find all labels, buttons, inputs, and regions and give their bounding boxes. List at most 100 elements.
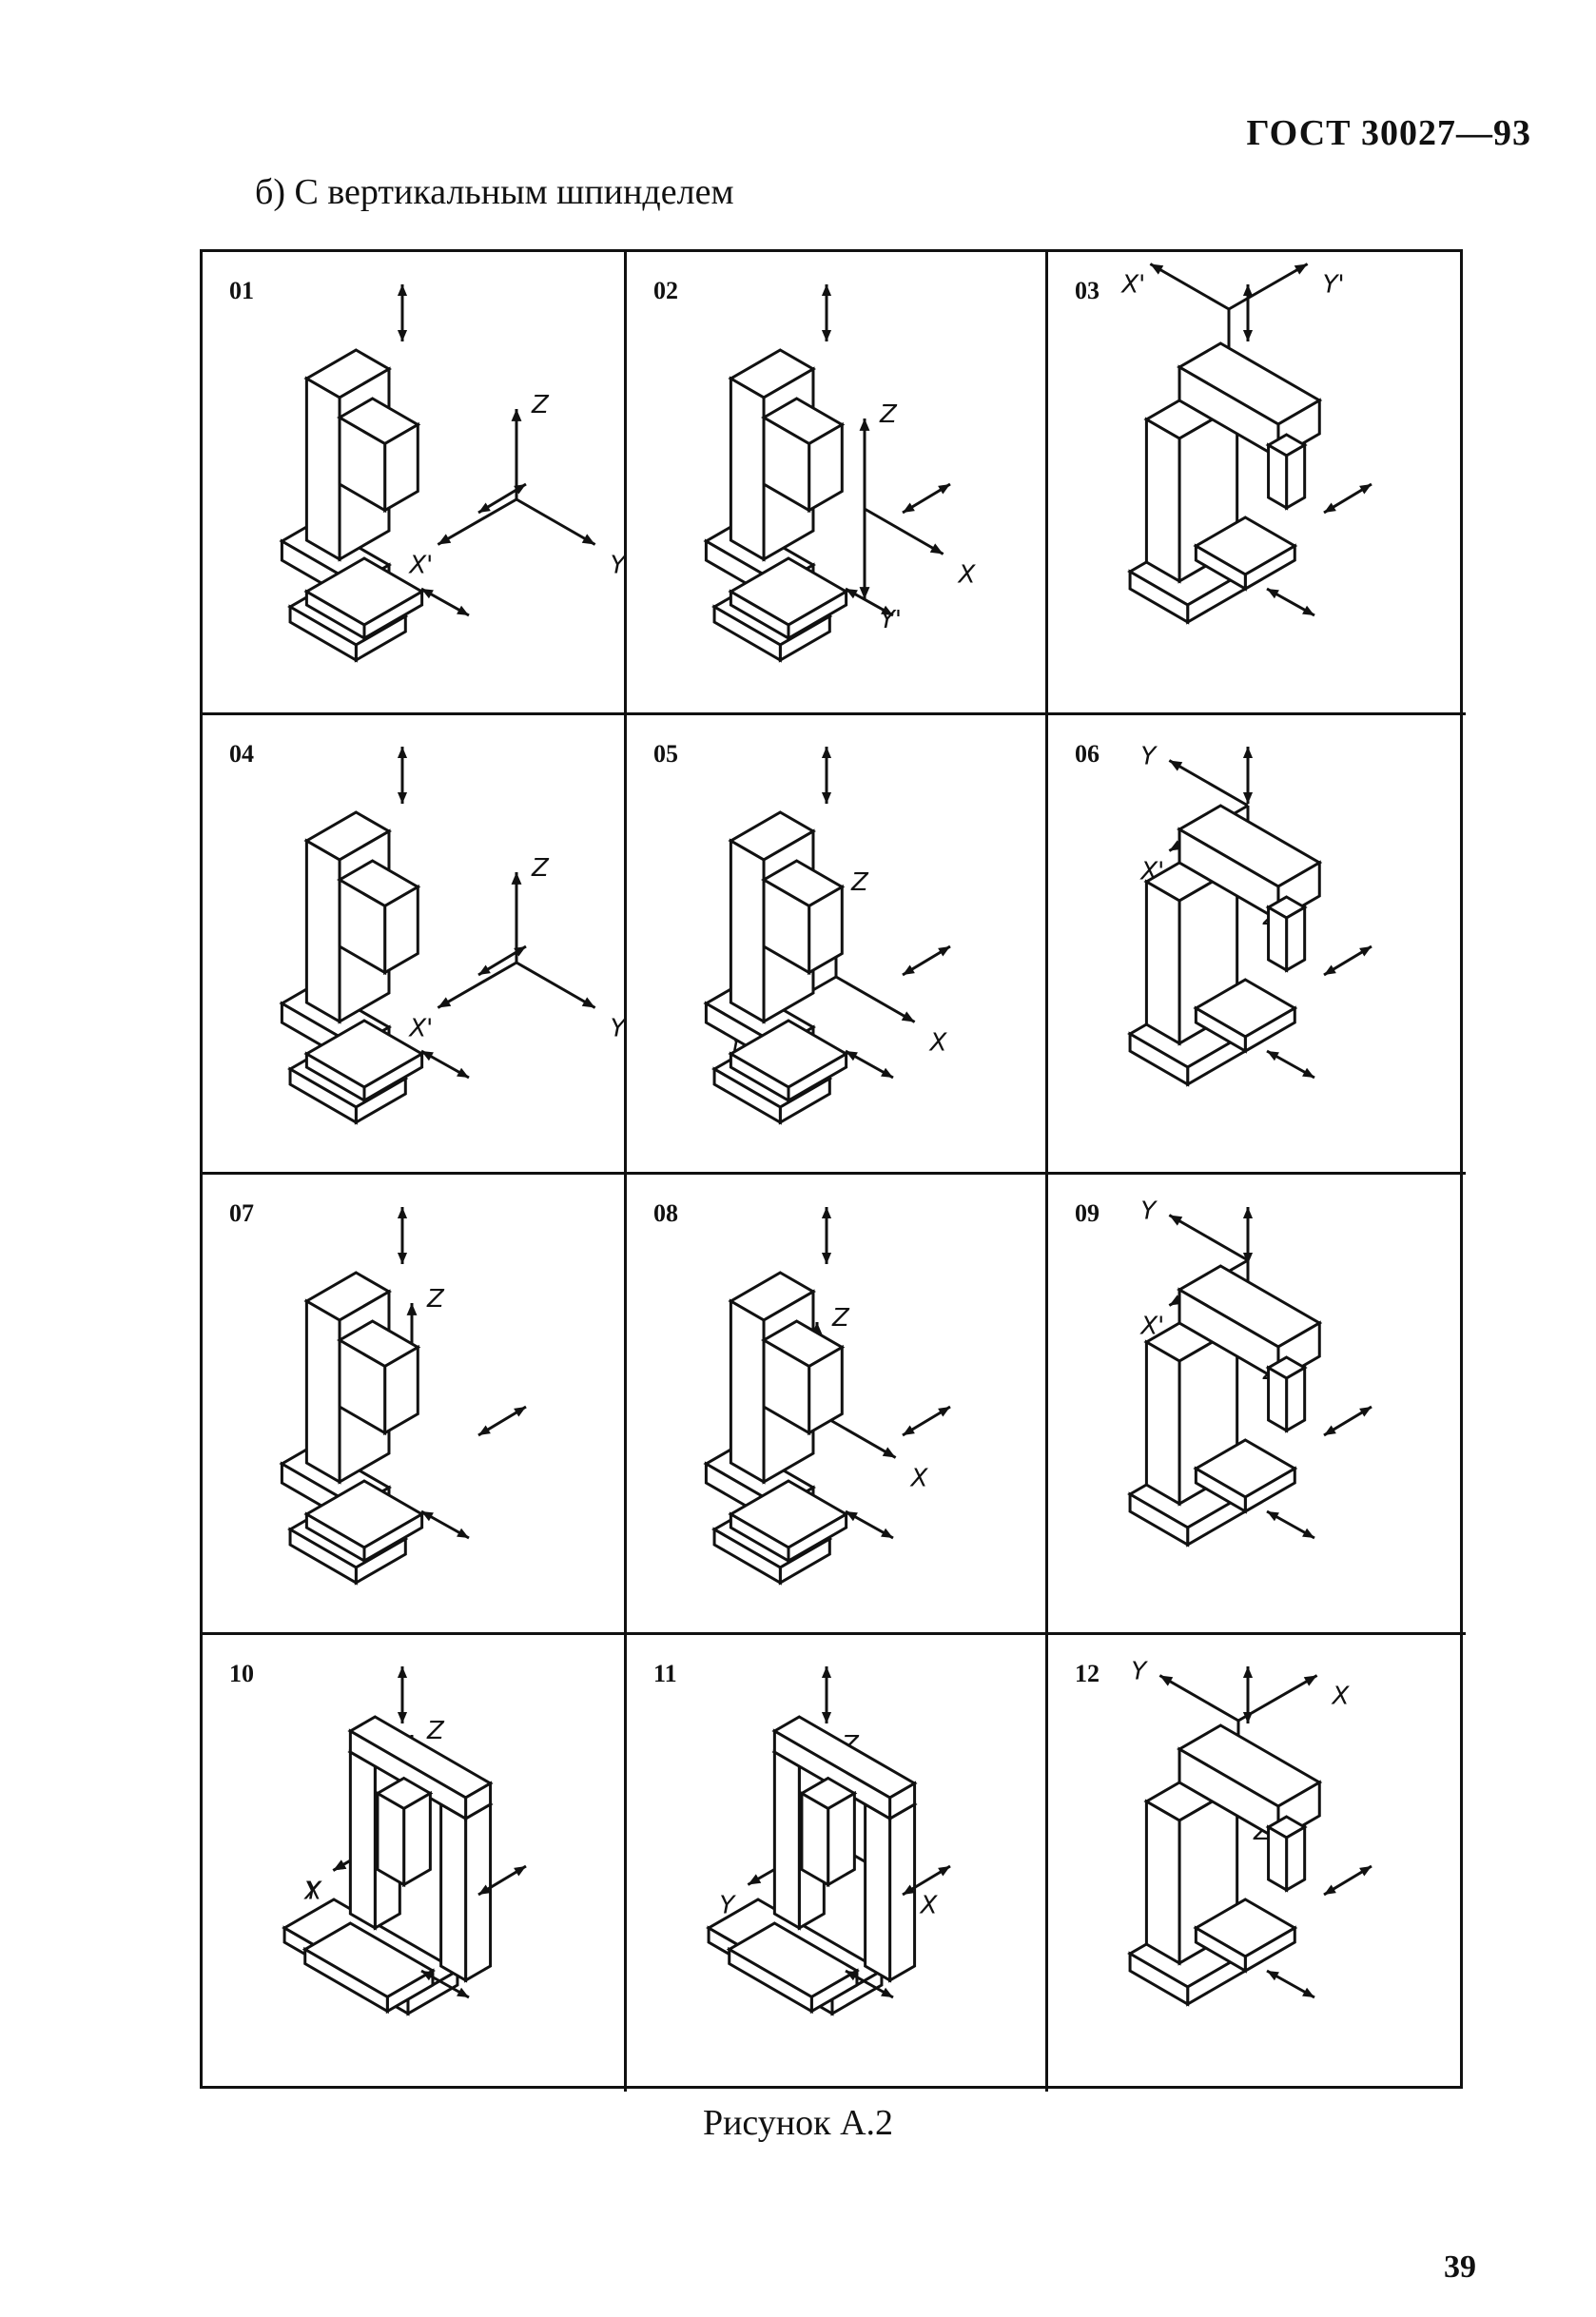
block-left-face (288, 604, 358, 663)
block-left-face (729, 589, 790, 641)
block-left-face (762, 415, 811, 514)
arrow-head (748, 1874, 762, 1885)
block-right-face (827, 1790, 856, 1888)
arrow-head (821, 1253, 832, 1264)
block-left-face (729, 838, 766, 1024)
section-subtitle: б) С вертикальным шпинделем (255, 172, 734, 212)
table-block (728, 1479, 849, 1564)
arrow-head (1359, 484, 1372, 495)
block-left-face (1144, 879, 1181, 1046)
cell-number: 10 (229, 1660, 254, 1687)
machine-sketch: X'Y'Z' (1119, 263, 1372, 625)
block-right-face (1285, 1365, 1307, 1433)
block-right-face (1285, 1824, 1307, 1893)
block-left-face (729, 1511, 790, 1564)
arrow-head (457, 1067, 469, 1078)
machine-sketch: YXZ (1127, 1658, 1372, 2007)
cell-number: 12 (1075, 1660, 1100, 1687)
block-left-face (729, 1051, 790, 1103)
block-left-face (728, 1946, 813, 2015)
block-left-face (338, 415, 387, 514)
axis-label: Z (531, 391, 550, 419)
arrow-head (1169, 1215, 1183, 1226)
arrow-head (903, 1425, 915, 1435)
crossbeam-block (771, 1715, 918, 1821)
arrow-head (1242, 1666, 1254, 1678)
block-left-face (304, 838, 341, 1024)
block-left-face (772, 1728, 892, 1821)
table-block (303, 1019, 425, 1103)
arrow-head (859, 587, 870, 599)
block-left-face (304, 1511, 366, 1564)
arrow-head (1169, 760, 1183, 771)
axis-label: X (919, 1892, 939, 1920)
axis-line (1168, 1214, 1249, 1262)
spindle-head-block (337, 1319, 421, 1436)
arrow-head (881, 1067, 893, 1078)
arrow-head (514, 1866, 526, 1877)
cell-number: 01 (229, 277, 254, 304)
block-left-face (304, 376, 341, 562)
axis-line (516, 497, 596, 546)
page-number: 39 (1444, 2249, 1476, 2285)
axis-line (835, 975, 916, 1023)
block-left-face (439, 1801, 468, 1983)
axis-triad: YXZ (1131, 1658, 1350, 1847)
cell-08: 08ZYX (624, 1172, 1045, 1632)
axis-label: X' (1119, 271, 1145, 300)
axis-line (1168, 759, 1249, 808)
arrow-head (421, 1511, 434, 1522)
arrow-head (903, 1884, 915, 1895)
cell-number: 08 (653, 1199, 678, 1227)
arrow-head (397, 1207, 408, 1218)
axis-triad: ZXY' (859, 400, 977, 634)
block-left-face (288, 1527, 358, 1586)
arrow-head (881, 1528, 893, 1538)
block-right-face (1285, 905, 1307, 973)
table-block (726, 1921, 860, 2015)
arrow-head (1302, 1067, 1314, 1078)
arrow-head (846, 1511, 858, 1522)
arrow-head (1242, 1712, 1254, 1723)
arrow-head (938, 1407, 950, 1417)
arrow-head (1359, 1407, 1372, 1417)
machine-sketch: ZX'Y' (279, 284, 624, 663)
arrow-head (1267, 1971, 1279, 1981)
machine-sketch: YX'Z' (1127, 1197, 1372, 1548)
cell-number: 03 (1075, 277, 1100, 304)
cell-number: 07 (229, 1199, 254, 1227)
block-left-face (712, 1527, 782, 1586)
block-left-face (712, 1066, 782, 1125)
block-left-face (1128, 569, 1190, 625)
axis-line (516, 961, 596, 1009)
arrow-head (397, 284, 408, 296)
arrow-head (1267, 1511, 1279, 1522)
arrow-head (1303, 1675, 1317, 1686)
arrow-head (821, 747, 832, 758)
table-block (303, 1479, 425, 1564)
arrow-head (397, 1253, 408, 1264)
arrow-head (421, 1051, 434, 1061)
arrow-head (881, 1987, 893, 1997)
block-left-face (304, 1298, 341, 1485)
machine-sketch: YX'Z' (1127, 743, 1372, 1087)
arrow-head (821, 1666, 832, 1678)
spindle-block (1265, 895, 1308, 973)
axis-label: X (909, 1465, 929, 1493)
arrow-head (438, 997, 452, 1008)
block-left-face (1267, 1365, 1289, 1433)
axis-label: Z (831, 1304, 850, 1333)
arrow-head (1242, 747, 1254, 758)
axis-label: X (928, 1029, 948, 1058)
arrow-head (903, 502, 915, 513)
block-left-face (1194, 1005, 1247, 1054)
arrow-head (397, 330, 408, 341)
axis-line (1228, 263, 1309, 311)
block-left-face (712, 604, 782, 663)
spindle-block (1265, 433, 1308, 511)
arrow-head (478, 964, 491, 975)
